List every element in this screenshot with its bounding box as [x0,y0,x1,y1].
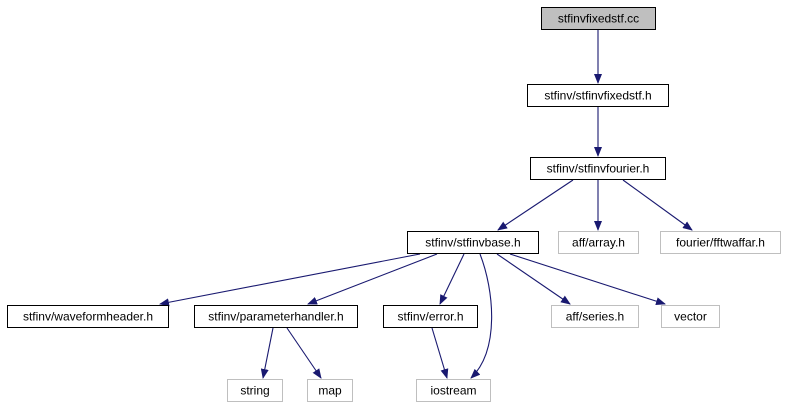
node-box [227,379,283,402]
node-box [661,305,720,328]
edge-base_h-to-vector [509,253,666,306]
node-box [383,305,478,328]
node-box [558,231,639,254]
node-label: map [318,384,342,398]
node-map: map [307,379,353,402]
node-error-h[interactable]: stfinv/error.h [383,305,478,328]
edges-layer [159,30,693,379]
node-label: stfinv/parameterhandler.h [208,310,343,324]
edge-fourier_h-to-base_h [497,179,574,231]
node-label: aff/series.h [566,310,624,324]
nodes-layer: stfinvfixedstf.cc stfinv/stfinvfixedstf.h… [7,7,781,402]
node-label: stfinv/stfinvbase.h [425,236,520,250]
edge-base_h-to-error_h [439,253,465,305]
edge-base_h-to-iostream [470,253,493,379]
node-series-h: aff/series.h [551,305,639,328]
edge-error_h-to-iostream [431,327,449,379]
node-base-h[interactable]: stfinv/stfinvbase.h [407,231,539,254]
edge-base_h-to-waveformheader_h [159,253,421,307]
edge-fourier_h-to-fftwaffar_h [622,179,693,231]
node-label: string [240,384,269,398]
node-box [194,305,358,328]
node-fourier-h[interactable]: stfinv/stfinvfourier.h [530,157,666,180]
node-waveformheader-h[interactable]: stfinv/waveformheader.h [7,305,169,328]
node-string: string [227,379,283,402]
node-root[interactable]: stfinvfixedstf.cc [541,7,656,30]
node-box [541,7,656,30]
node-box [407,231,539,254]
node-box [660,231,781,254]
node-label: stfinv/stfinvfourier.h [547,162,650,176]
node-label: vector [674,310,707,324]
node-box [307,379,353,402]
node-array-h: aff/array.h [558,231,639,254]
node-label: stfinv/waveformheader.h [23,310,153,324]
node-iostream: iostream [416,379,491,402]
node-fftwaffar-h: fourier/fftwaffar.h [660,231,781,254]
node-label: iostream [430,384,476,398]
node-label: stfinvfixedstf.cc [558,12,639,26]
edge-parameterhandler_h-to-string [260,327,274,379]
node-box [551,305,639,328]
node-box [530,157,666,180]
node-box [416,379,491,402]
node-fixedstf-h[interactable]: stfinv/stfinvfixedstf.h [527,84,669,107]
edge-parameterhandler_h-to-map [286,327,322,379]
node-vector: vector [661,305,720,328]
edge-base_h-to-parameterhandler_h [307,253,438,305]
node-parameterhandler-h[interactable]: stfinv/parameterhandler.h [194,305,358,328]
node-box [7,305,169,328]
node-label: stfinv/stfinvfixedstf.h [544,89,651,103]
node-box [527,84,669,107]
node-label: stfinv/error.h [397,310,463,324]
edge-base_h-to-series_h [496,253,571,305]
node-label: fourier/fftwaffar.h [676,236,765,250]
node-label: aff/array.h [572,236,625,250]
